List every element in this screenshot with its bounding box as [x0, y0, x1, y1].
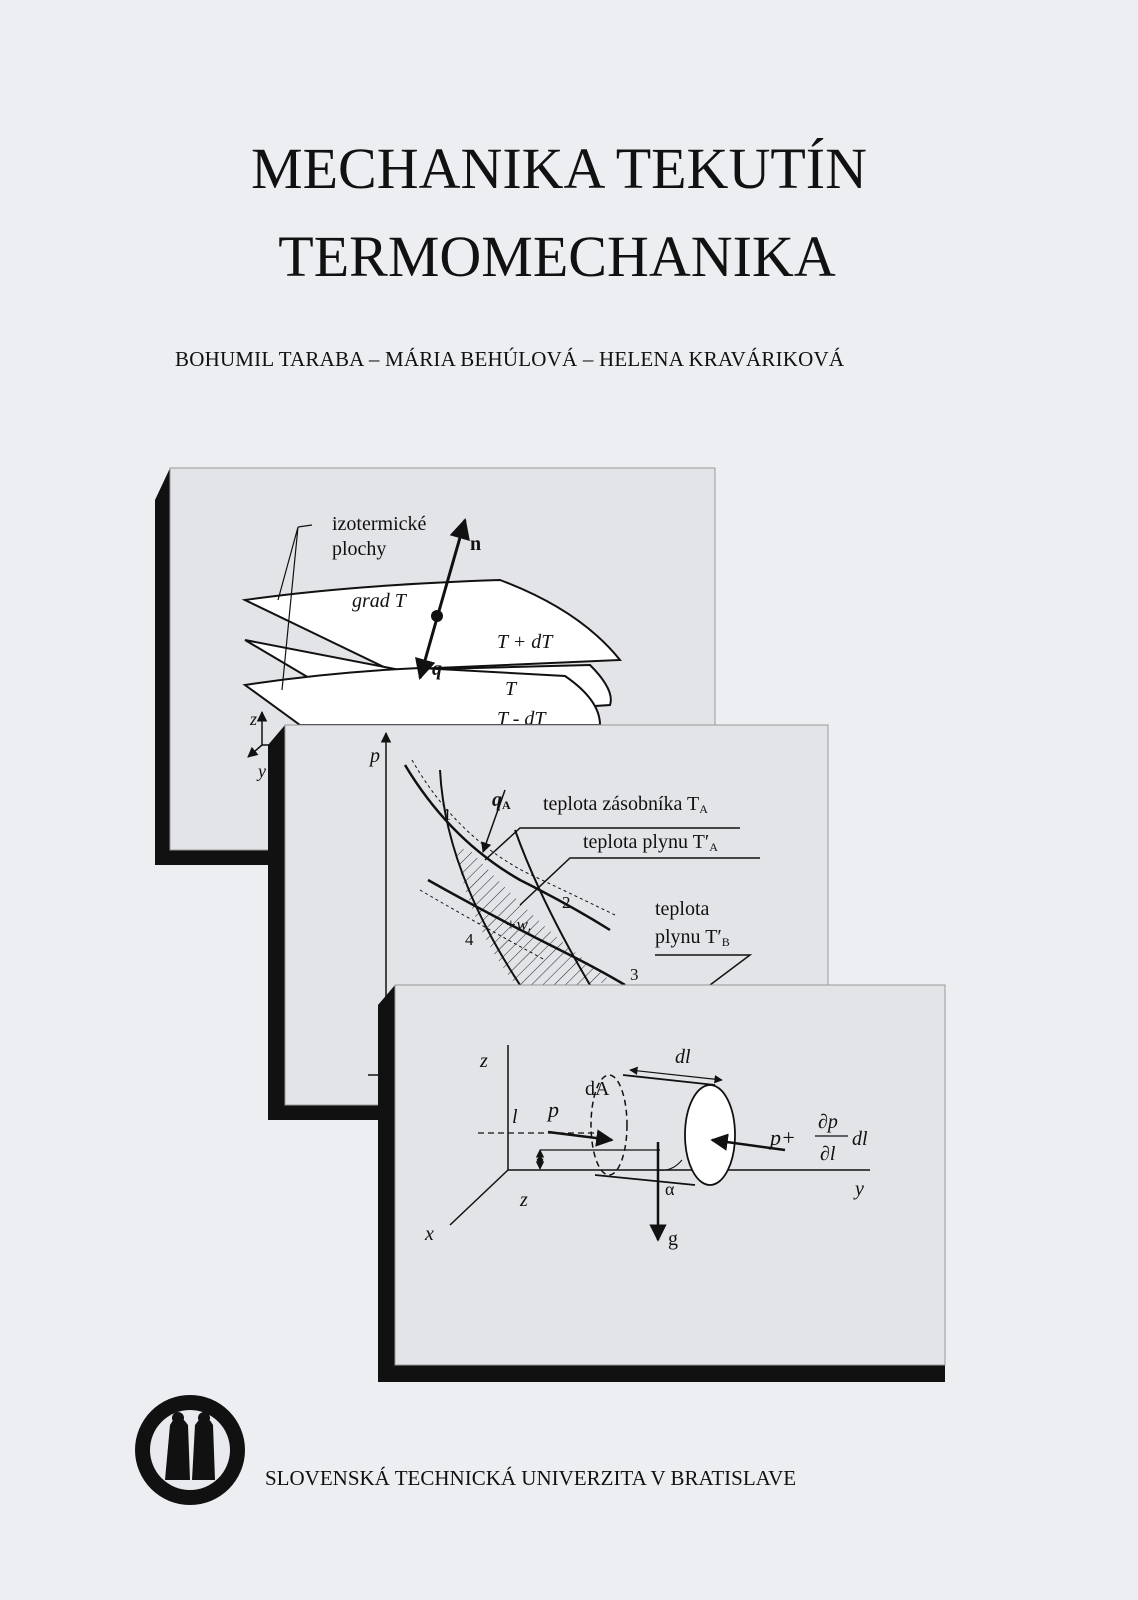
axis-y: y	[256, 761, 266, 781]
panel-fluid-element: z y x l z dl dA p g α p+ ∂p ∂l dl	[378, 984, 946, 1382]
label-qa: qA	[492, 789, 511, 812]
label-t: T	[505, 678, 518, 700]
university-seal-logo	[135, 1395, 245, 1505]
label-dl-den: ∂l	[820, 1143, 836, 1165]
label-reservoir-temp: teplota zásobníka TA	[543, 793, 708, 816]
label-dp: ∂p	[818, 1111, 838, 1133]
axis-y: y	[853, 1178, 864, 1200]
label-z-height: z	[519, 1189, 528, 1211]
label-t-plus-dt: T + dT	[497, 631, 554, 653]
axis-z: z	[479, 1050, 488, 1072]
label-alpha: α	[665, 1179, 675, 1199]
point-3: 3	[630, 965, 639, 984]
label-dl-2: dl	[852, 1128, 868, 1150]
label-l: l	[512, 1106, 518, 1128]
label-gas-temp-b-1: teplota	[655, 898, 710, 920]
label-work: +wt	[505, 915, 532, 937]
axis-p: p	[368, 745, 380, 767]
label-p-plus: p+	[768, 1125, 796, 1150]
title-line-2: TERMOMECHANIKA	[278, 224, 836, 289]
title-line-1: MECHANIKA TEKUTÍN	[251, 136, 867, 201]
axis-z: z	[249, 709, 257, 729]
label-dl: dl	[675, 1046, 691, 1068]
label-n: n	[470, 533, 481, 555]
label-grad-t: grad T	[352, 590, 408, 612]
point-1: 1	[443, 805, 452, 824]
label-gas-temp-a: teplota plynu T′A	[583, 831, 718, 854]
label-g: g	[668, 1228, 678, 1250]
point-2: 2	[562, 893, 571, 912]
label-isothermal-2: plochy	[332, 538, 386, 560]
label-q: q	[432, 658, 442, 680]
axis-x: x	[424, 1223, 434, 1245]
label-da: dA	[585, 1078, 610, 1100]
label-isothermal-1: izotermické	[332, 513, 427, 535]
publisher: SLOVENSKÁ TECHNICKÁ UNIVERZITA V BRATISL…	[265, 1466, 797, 1490]
point-4: 4	[465, 930, 474, 949]
authors: BOHUMIL TARABA – MÁRIA BEHÚLOVÁ – HELENA…	[175, 347, 845, 371]
label-p: p	[546, 1097, 559, 1122]
label-gas-temp-b-2: plynu T′B	[655, 926, 730, 949]
